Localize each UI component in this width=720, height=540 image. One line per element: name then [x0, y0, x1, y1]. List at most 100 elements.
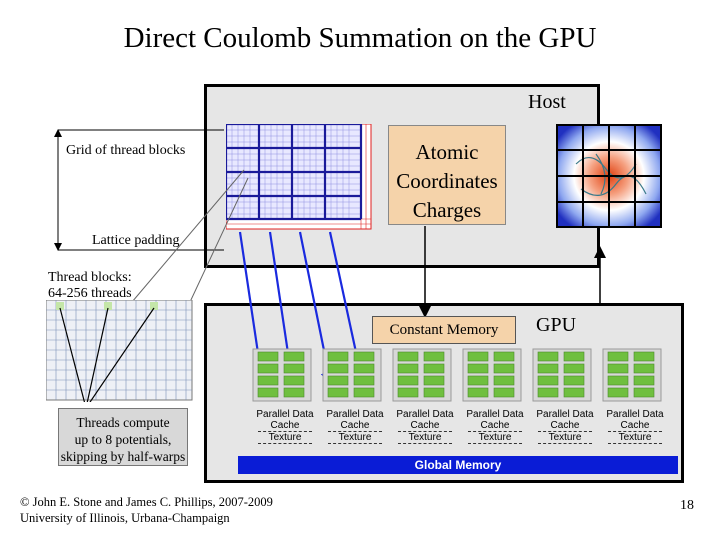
- processor-core: [493, 363, 515, 374]
- thread-blocks-label-line2: 64-256 threads: [48, 286, 132, 301]
- processor-core: [607, 387, 629, 398]
- processor-core: [327, 363, 349, 374]
- threads-note-line2: up to 8 potentials,: [74, 432, 172, 447]
- processor-core: [257, 351, 279, 362]
- global-memory-bar: Global Memory: [238, 456, 678, 474]
- molecule-strands: [575, 153, 647, 196]
- multiprocessor-label-line1: Parallel Data: [466, 409, 524, 420]
- processor-core: [423, 351, 445, 362]
- processor-array: [532, 348, 592, 402]
- processor-core: [493, 375, 515, 386]
- processor-core: [353, 375, 375, 386]
- multiprocessor-label-line2: Cache: [410, 420, 440, 431]
- atomic-label-line2: Coordinates: [396, 169, 498, 193]
- processor-core: [283, 351, 305, 362]
- processor-core: [397, 363, 419, 374]
- processor-core: [397, 387, 419, 398]
- processor-core: [563, 363, 585, 374]
- processor-core: [257, 375, 279, 386]
- grid-label: Grid of thread blocks: [66, 143, 186, 158]
- processor-core: [563, 351, 585, 362]
- processor-core: [633, 387, 655, 398]
- molecule-image-grid: [556, 124, 662, 228]
- processor-array: [392, 348, 452, 402]
- multiprocessor-label-line3: Texture: [328, 431, 382, 444]
- processor-core: [397, 351, 419, 362]
- processor-core: [607, 351, 629, 362]
- processor-core: [353, 351, 375, 362]
- multiprocessor-label-line2: Cache: [620, 420, 650, 431]
- thread-block-detail: [46, 300, 193, 402]
- processor-core: [353, 387, 375, 398]
- processor-core: [423, 375, 445, 386]
- processor-core: [283, 363, 305, 374]
- processor-core: [423, 387, 445, 398]
- processor-core: [353, 363, 375, 374]
- thread-block-grid: [226, 124, 372, 230]
- multiprocessor-label-line2: Cache: [550, 420, 580, 431]
- processor-core: [493, 351, 515, 362]
- processor-core: [257, 363, 279, 374]
- processor-core: [423, 363, 445, 374]
- multiprocessor-label-line2: Cache: [480, 420, 510, 431]
- thread-blocks-label-line1: Thread blocks:: [48, 270, 132, 285]
- multiprocessor-label-line1: Parallel Data: [256, 409, 314, 420]
- multiprocessor-label-line1: Parallel Data: [536, 409, 594, 420]
- processor-core: [537, 387, 559, 398]
- processor-core: [633, 375, 655, 386]
- multiprocessor-label-line3: Texture: [258, 431, 312, 444]
- footer-line1: © John E. Stone and James C. Phillips, 2…: [20, 495, 273, 509]
- footer-line2: University of Illinois, Urbana-Champaign: [20, 511, 230, 525]
- processor-core: [397, 375, 419, 386]
- molecule-image: [556, 124, 662, 228]
- processor-core: [327, 351, 349, 362]
- atomic-label-line1: Atomic: [415, 140, 479, 164]
- host-label: Host: [528, 91, 566, 113]
- processor-array: [252, 348, 312, 402]
- thread-blocks-label: Thread blocks: 64-256 threads: [48, 270, 132, 302]
- multiprocessor-label-line3: Texture: [468, 431, 522, 444]
- processor-core: [607, 363, 629, 374]
- processor-array: [462, 348, 522, 402]
- processor-core: [257, 387, 279, 398]
- processor-core: [283, 387, 305, 398]
- threads-note: Threads compute up to 8 potentials, skip…: [58, 408, 188, 466]
- processor-core: [563, 375, 585, 386]
- processor-core: [467, 387, 489, 398]
- processor-core: [467, 351, 489, 362]
- threads-note-line1: Threads compute: [76, 415, 170, 430]
- processor-core: [537, 375, 559, 386]
- processor-core: [327, 375, 349, 386]
- processor-core: [467, 363, 489, 374]
- processor-core: [327, 387, 349, 398]
- multiprocessor-label-line3: Texture: [398, 431, 452, 444]
- block-grid: [226, 124, 363, 221]
- processor-core: [537, 363, 559, 374]
- atomic-label-line3: Charges: [412, 198, 482, 222]
- processor-core: [537, 351, 559, 362]
- processor-core: [633, 351, 655, 362]
- multiprocessor-label-line3: Texture: [538, 431, 592, 444]
- processor-array: [602, 348, 662, 402]
- multiprocessor-label-line2: Cache: [270, 420, 300, 431]
- processor-core: [563, 387, 585, 398]
- lattice-padding-label: Lattice padding: [92, 233, 180, 248]
- gpu-label: GPU: [536, 314, 577, 336]
- slide-title: Direct Coulomb Summation on the GPU: [123, 22, 597, 54]
- multiprocessor-label-line2: Cache: [340, 420, 370, 431]
- copyright-footer: © John E. Stone and James C. Phillips, 2…: [20, 494, 273, 526]
- processor-core: [633, 363, 655, 374]
- processor-array: [322, 348, 382, 402]
